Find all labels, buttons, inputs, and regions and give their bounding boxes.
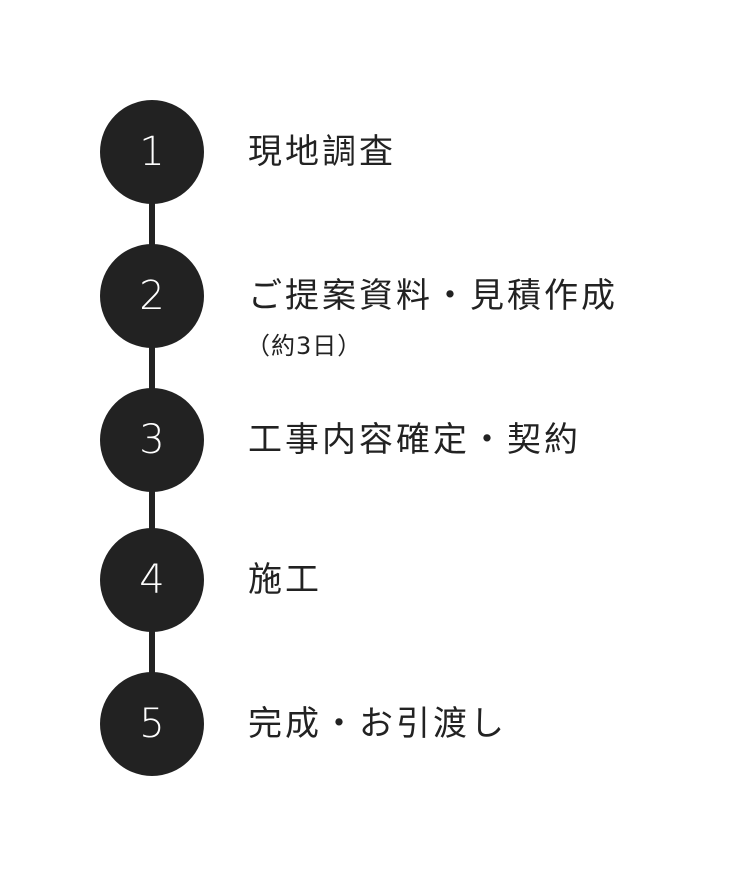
step-number-badge: 1 bbox=[100, 100, 204, 204]
step-label: ご提案資料・見積作成 bbox=[248, 276, 618, 316]
step-connector bbox=[149, 344, 155, 392]
step-connector bbox=[149, 488, 155, 532]
step-number-badge: 5 bbox=[100, 672, 204, 776]
step-4: 4 施工 bbox=[0, 528, 740, 632]
step-label: 現地調査 bbox=[248, 132, 396, 172]
step-number-badge: 4 bbox=[100, 528, 204, 632]
step-note: （約3日） bbox=[246, 332, 363, 360]
step-3: 3 工事内容確定・契約 bbox=[0, 388, 740, 492]
step-label: 工事内容確定・契約 bbox=[248, 420, 581, 460]
step-label: 完成・お引渡し bbox=[248, 704, 507, 744]
step-1: 1 現地調査 bbox=[0, 100, 740, 204]
step-5: 5 完成・お引渡し bbox=[0, 672, 740, 776]
step-connector bbox=[149, 200, 155, 248]
step-number-badge: 2 bbox=[100, 244, 204, 348]
step-connector bbox=[149, 628, 155, 676]
step-2: 2 ご提案資料・見積作成 （約3日） bbox=[0, 244, 740, 360]
step-number-badge: 3 bbox=[100, 388, 204, 492]
step-label: 施工 bbox=[248, 560, 322, 600]
